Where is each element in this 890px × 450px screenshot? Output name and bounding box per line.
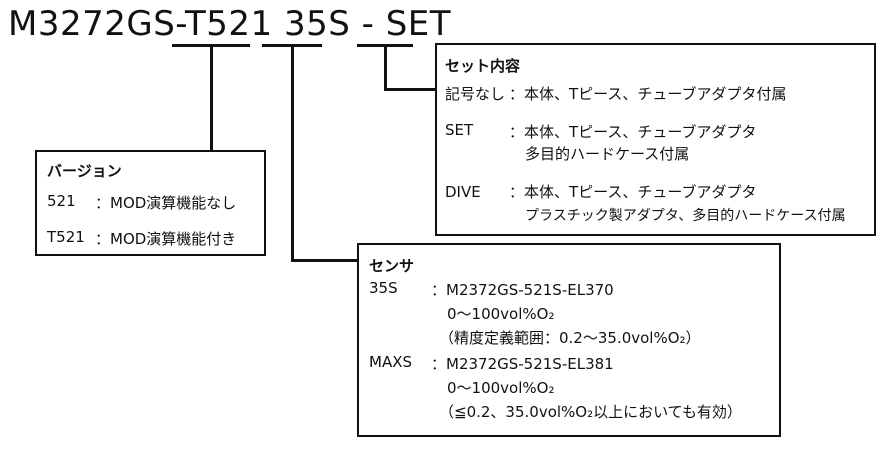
sensor-line: （精度定義範囲：0.2～35.0vol%O₂） [439,329,701,347]
sensor-code: MAXS [369,353,413,371]
version-code: 521 [47,192,76,210]
sensor-box: センサ 35S ：M2372GS-521S-EL370 0～100vol%O₂ … [357,243,781,437]
model-set-code: SET [385,4,452,44]
sensor-line: ：M2372GS-521S-EL370 [431,281,614,299]
set-line: ：本体、Tピース、チューブアダプタ [509,183,757,201]
version-desc: ：MOD演算機能付き [95,230,237,248]
sensor-code: 35S [369,279,398,297]
version-desc: ：MOD演算機能なし [95,194,237,212]
set-code: DIVE [445,183,481,201]
set-line: プラスチック製アダプタ、多目的ハードケース付属 [525,208,846,224]
set-line: ：本体、Tピース、チューブアダプタ付属 [509,85,787,103]
sensor-line: 0～100vol%O₂ [447,379,555,397]
set-contents-box: セット内容 記号なし ：本体、Tピース、チューブアダプタ付属 SET ：本体、T… [435,43,876,236]
version-connector [210,44,213,150]
set-connector-h [384,88,436,91]
model-base: M3272GS- [8,4,185,44]
sensor-connector-h [291,259,359,262]
sensor-line: （≦0.2、35.0vol%O₂以上においても有効） [439,403,742,421]
set-header: セット内容 [445,57,521,75]
sensor-connector-v [291,44,294,262]
version-code: T521 [47,228,85,246]
version-header: バージョン [47,162,122,180]
sensor-header: センサ [369,257,415,275]
set-code: 記号なし [445,85,506,103]
sensor-line: ：M2372GS-521S-EL381 [431,355,614,373]
version-box: バージョン 521 ：MOD演算機能なし T521 ：MOD演算機能付き [35,150,266,256]
set-code: SET [445,121,474,139]
model-version-code: T521 [184,4,273,44]
model-sensor-code: 35S [283,4,351,44]
set-line: 多目的ハードケース付属 [525,145,690,163]
sensor-line: 0～100vol%O₂ [447,305,555,323]
model-number-title: M3272GS-T521 35S - SET [8,4,451,44]
set-connector-v [384,44,387,90]
set-line: ：本体、Tピース、チューブアダプタ [509,123,757,141]
model-separator: - [350,4,386,44]
